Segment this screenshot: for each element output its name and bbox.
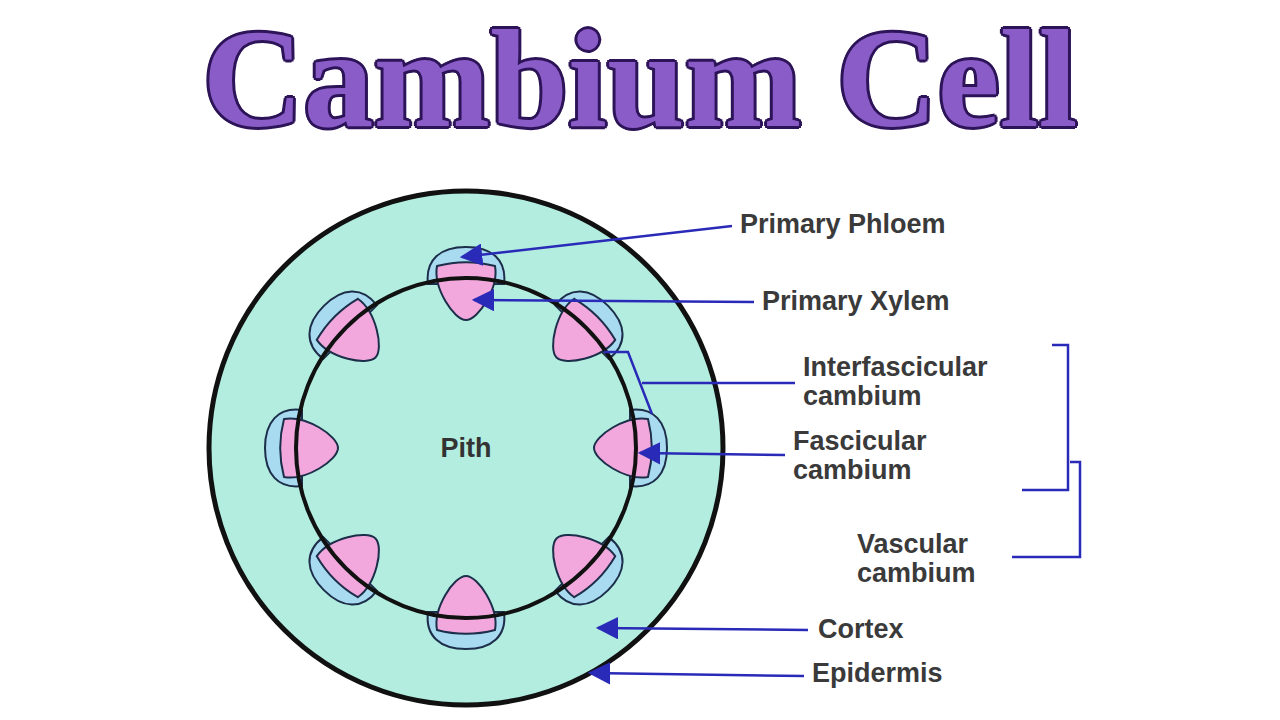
part-label: Cortex [818, 615, 904, 644]
vascular-bundles [265, 247, 667, 649]
leader-lines [462, 226, 1080, 676]
part-label: Fascicular cambium [793, 427, 993, 485]
part-label: Primary Phloem [740, 210, 946, 239]
part-label: Epidermis [812, 659, 943, 688]
region-label: Pith [441, 433, 492, 464]
pith-region: Pith [296, 278, 636, 618]
page-title: Cambium Cell [0, 2, 1280, 156]
part-label: Primary Xylem [762, 287, 950, 316]
part-label: Interfascicular cambium [803, 353, 1053, 411]
cambium-ring [296, 278, 636, 618]
part-label: Vascular cambium [857, 530, 1027, 588]
